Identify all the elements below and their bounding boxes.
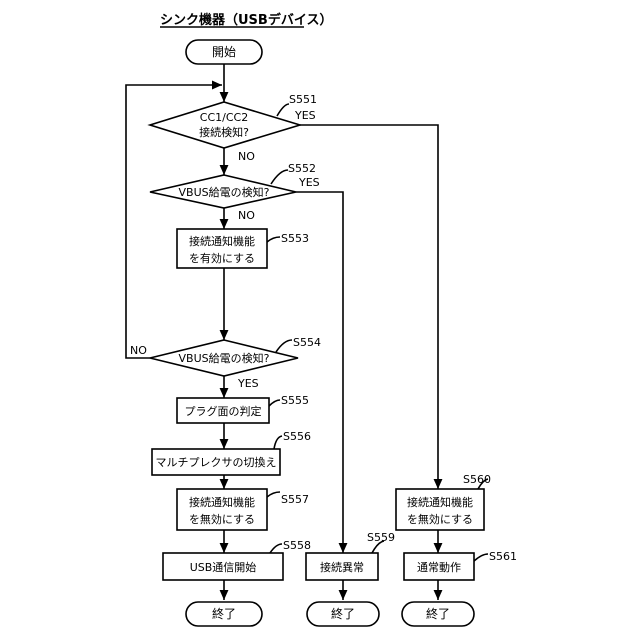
svg-text:CC1/CC2: CC1/CC2 bbox=[200, 111, 248, 124]
decision-s554: VBUS給電の検知? bbox=[150, 340, 298, 376]
end-terminal-3: 終了 bbox=[402, 602, 474, 626]
step-label-s551: S551 bbox=[289, 93, 317, 106]
svg-text:終了: 終了 bbox=[331, 606, 355, 621]
edge-label-s552-no: NO bbox=[238, 209, 255, 222]
svg-text:開始: 開始 bbox=[212, 45, 236, 59]
process-s553: 接続通知機能 を有効にする bbox=[177, 229, 267, 268]
svg-text:USB通信開始: USB通信開始 bbox=[190, 560, 257, 574]
edge-label-s551-yes: YES bbox=[294, 109, 316, 122]
svg-text:通常動作: 通常動作 bbox=[417, 560, 461, 574]
step-label-s558: S558 bbox=[283, 539, 311, 552]
step-label-s559: S559 bbox=[367, 531, 395, 544]
step-label-s560: S560 bbox=[463, 473, 491, 486]
svg-text:を無効にする: を無効にする bbox=[407, 512, 473, 526]
end-terminal-1: 終了 bbox=[186, 602, 262, 626]
leader-s553 bbox=[267, 237, 280, 242]
process-s561: 通常動作 bbox=[404, 553, 474, 580]
svg-text:接続異常: 接続異常 bbox=[320, 560, 364, 574]
edge-label-s552-yes: YES bbox=[298, 176, 320, 189]
leader-s554 bbox=[276, 340, 292, 352]
leader-s552 bbox=[271, 170, 288, 184]
process-s560: 接続通知機能 を無効にする bbox=[396, 489, 484, 530]
svg-text:接続通知機能: 接続通知機能 bbox=[189, 495, 255, 509]
step-label-s552: S552 bbox=[288, 162, 316, 175]
edge-label-s551-no: NO bbox=[238, 150, 255, 163]
connectors bbox=[126, 64, 438, 600]
process-s556: マルチプレクサの切換え bbox=[152, 449, 280, 475]
svg-text:終了: 終了 bbox=[426, 606, 450, 621]
svg-text:VBUS給電の検知?: VBUS給電の検知? bbox=[179, 351, 270, 365]
svg-text:VBUS給電の検知?: VBUS給電の検知? bbox=[179, 185, 270, 199]
edge-s551-yes bbox=[300, 125, 438, 489]
svg-text:終了: 終了 bbox=[212, 606, 236, 621]
end-terminal-2: 終了 bbox=[307, 602, 379, 626]
svg-text:プラグ面の判定: プラグ面の判定 bbox=[185, 404, 262, 418]
leader-s555 bbox=[269, 400, 280, 406]
leader-s558 bbox=[270, 544, 282, 553]
svg-text:接続通知機能: 接続通知機能 bbox=[189, 234, 255, 248]
process-s555: プラグ面の判定 bbox=[177, 398, 269, 423]
step-label-s556: S556 bbox=[283, 430, 311, 443]
svg-text:接続通知機能: 接続通知機能 bbox=[407, 495, 473, 509]
leader-s557 bbox=[267, 492, 280, 497]
svg-text:マルチプレクサの切換え: マルチプレクサの切換え bbox=[156, 456, 277, 469]
step-label-s554: S554 bbox=[293, 336, 321, 349]
step-label-s553: S553 bbox=[281, 232, 309, 245]
step-label-s555: S555 bbox=[281, 394, 309, 407]
svg-text:接続検知?: 接続検知? bbox=[199, 125, 249, 139]
leader-s561 bbox=[474, 554, 488, 561]
step-label-s557: S557 bbox=[281, 493, 309, 506]
process-s558: USB通信開始 bbox=[163, 553, 283, 580]
svg-text:を無効にする: を無効にする bbox=[189, 512, 255, 526]
step-label-s561: S561 bbox=[489, 550, 517, 563]
process-s559: 接続異常 bbox=[306, 553, 378, 580]
edge-label-s554-yes: YES bbox=[237, 377, 259, 390]
process-s557: 接続通知機能 を無効にする bbox=[177, 489, 267, 530]
leader-s556 bbox=[274, 436, 282, 449]
svg-text:を有効にする: を有効にする bbox=[189, 251, 255, 265]
diagram-title: シンク機器（USBデバイス） bbox=[160, 12, 332, 28]
edge-label-s554-no: NO bbox=[130, 344, 147, 357]
decision-s551: CC1/CC2 接続検知? bbox=[150, 102, 300, 148]
start-terminal: 開始 bbox=[186, 40, 262, 64]
leader-s551 bbox=[277, 104, 289, 116]
